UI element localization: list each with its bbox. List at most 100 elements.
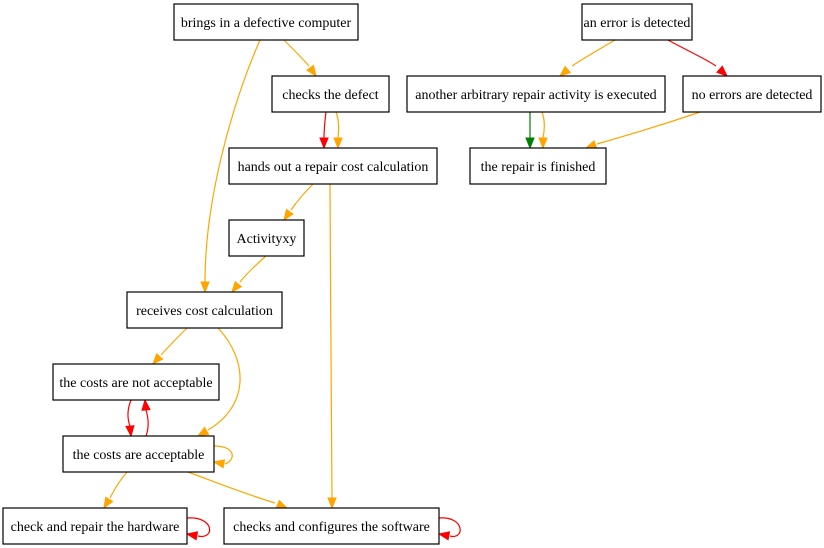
node-label: no errors are detected [692,88,813,103]
edge-arrowhead [103,496,114,510]
edge-line [571,39,616,67]
node-box [126,291,283,329]
edge-line [204,39,261,283]
node-error-detected: an error is detected [581,3,693,41]
edge-line [127,399,132,427]
node-box [581,3,693,41]
edge-arrowhead [141,398,151,411]
edge-arrowhead [306,64,317,78]
edge-line [186,517,211,537]
edge-line [290,183,314,211]
edge-arrowhead [558,65,572,77]
edge-line [541,111,545,139]
edge-arrowhead [200,281,210,294]
edge-line [283,39,310,67]
node-acceptable: the costs are acceptable [62,435,215,473]
edge-arrowhead [283,208,294,222]
node-repair-finished: the repair is finished [469,147,607,185]
edge-line [335,111,340,139]
edge-arrowhead [584,139,598,149]
edge-arrowhead [716,65,728,77]
node-box [228,219,305,257]
edge-acceptable-to-acceptable-orange [212,445,233,469]
node-configures-sw: checks and configures the software [223,507,440,545]
node-box [2,507,188,545]
node-box [52,363,220,401]
edge-line [213,445,233,465]
node-not-acceptable: the costs are not acceptable [52,363,220,401]
edge-hands_out-to-activityxy-orange [283,183,314,222]
node-label: checks the defect [282,88,378,103]
node-label: the costs are not acceptable [59,376,212,391]
edge-arrowhead [525,137,535,150]
edge-line [207,327,241,431]
edge-line [329,183,333,499]
edge-line [109,471,128,499]
edge-brings-to-receives-orange [200,39,261,294]
node-hands-out: hands out a repair cost calculation [228,147,438,185]
node-box [223,507,440,545]
node-check-repair-hw: check and repair the hardware [2,507,188,545]
node-box [271,75,390,113]
edge-acceptable-to-configures_sw-orange [187,471,289,509]
edge-arrowhead [212,459,226,469]
node-no-errors: no errors are detected [682,75,822,113]
node-box [682,75,822,113]
node-box [173,3,359,41]
node-label: an error is detected [584,16,691,31]
edge-not_acceptable-to-acceptable-red [125,399,135,438]
edge-arrowhead [327,497,337,510]
edge-arrowhead [196,426,210,437]
edge-line [667,39,717,67]
edge-arrowhead [333,137,343,150]
edge-receives-to-acceptable-orange [196,327,241,437]
edge-acceptable-to-not_acceptable-red [141,398,151,437]
node-brings: brings in a defective computer [173,3,359,41]
edge-acceptable-to-check_repair_hw-orange [103,471,128,510]
node-label: the repair is finished [481,160,596,175]
edge-arrowhead [437,531,451,541]
edge-checks_defect-to-hands_out-orange [333,111,343,150]
node-box [469,147,607,185]
node-box [406,75,666,113]
edge-arrowhead [185,531,199,541]
node-activityxy: Activityxy [228,219,305,257]
edge-checks_defect-to-hands_out-red [319,111,329,150]
edge-arrowhead [231,280,243,294]
edge-another_repair-to-repair_finished-green [525,111,535,150]
edge-receives-to-not_acceptable-orange [152,327,188,366]
edge-activityxy-to-receives-orange [231,255,267,294]
node-checks-defect: checks the defect [271,75,390,113]
node-label: hands out a repair cost calculation [238,160,429,175]
nodes-layer: brings in a defective computer checks the… [2,3,822,545]
edge-arrowhead [275,499,289,509]
edge-line [187,471,276,504]
node-receives: receives cost calculation [126,291,283,329]
node-box [228,147,438,185]
edges-layer [103,39,728,541]
edge-line [438,517,461,537]
edge-check_repair_hw-to-check_repair_hw-red [185,517,211,541]
edge-error_detected-to-no_errors-red [667,39,728,77]
edge-line [145,409,149,437]
node-label: Activityxy [237,232,297,247]
edge-hands_out-to-configures_sw-orange [327,183,337,510]
node-label: checks and configures the software [233,520,430,535]
edge-line [323,111,327,139]
node-another-repair: another arbitrary repair activity is exe… [406,75,666,113]
node-box [62,435,215,473]
node-label: check and repair the hardware [11,520,180,535]
node-label: the costs are acceptable [73,448,205,463]
edge-arrowhead [152,353,164,366]
edge-another_repair-to-repair_finished-orange [538,111,548,150]
node-label: receives cost calculation [136,304,273,319]
node-label: brings in a defective computer [181,16,352,31]
edge-line [239,255,267,283]
edge-arrowhead [538,137,548,150]
edge-brings-to-checks_defect-orange [283,39,317,78]
edge-arrowhead [319,137,329,150]
edge-line [160,327,188,356]
node-label: another arbitrary repair activity is exe… [415,88,656,103]
edge-arrowhead [125,425,135,438]
